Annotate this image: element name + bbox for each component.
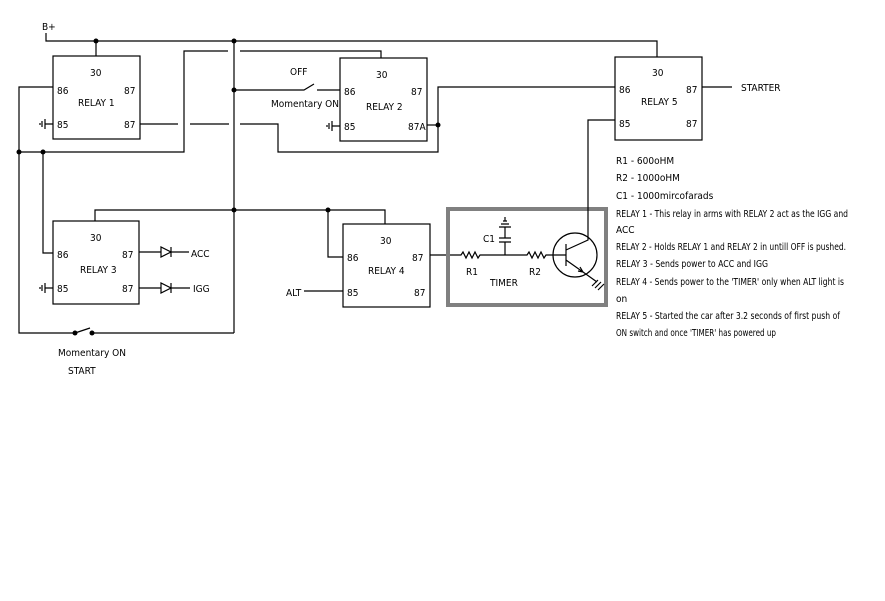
wire — [94, 209, 386, 224]
wire — [140, 86, 615, 153]
start-label: START — [68, 366, 96, 377]
pin-86: 86 — [344, 87, 356, 98]
resistor-r2-icon — [525, 250, 560, 260]
resistor-r1-icon — [458, 250, 525, 260]
relay-label: RELAY 3 — [80, 265, 117, 276]
pin-30: 30 — [90, 233, 102, 244]
pin-86: 86 — [57, 86, 69, 97]
pin-87: 87 — [411, 87, 422, 98]
off-switch[interactable] — [234, 83, 340, 91]
acc-label: ACC — [191, 249, 210, 260]
momentary-on-label: Momentary ON — [271, 99, 339, 110]
pin-85: 85 — [57, 284, 68, 295]
pin-87: 87 — [412, 253, 423, 264]
switch-contact — [89, 330, 95, 336]
switch-contact — [72, 330, 78, 336]
start-momentary-label: Momentary ON — [58, 348, 126, 359]
wire — [19, 50, 382, 153]
relay-label: RELAY 4 — [368, 266, 405, 277]
c1-label: C1 — [483, 234, 495, 245]
pin-86: 86 — [347, 253, 359, 264]
pin-85: 85 — [619, 119, 630, 130]
starter-label: STARTER — [741, 83, 781, 94]
r2-label: R2 — [529, 267, 541, 278]
note-line: RELAY 2 - Holds RELAY 1 and RELAY 2 in u… — [616, 242, 846, 253]
pin-87: 87 — [686, 119, 697, 130]
note-line: ACC — [616, 225, 635, 236]
pin-87: 87 — [414, 288, 425, 299]
relay-5: 30 86 87 RELAY 5 85 87 — [614, 56, 703, 141]
notes: R1 - 600oHM R2 - 1000oHM C1 - 1000mircof… — [616, 156, 848, 339]
capacitor-c1-icon — [499, 217, 511, 255]
note-line: RELAY 4 - Sends power to the 'TIMER' onl… — [616, 277, 844, 288]
relay-label: RELAY 5 — [641, 97, 678, 108]
pin-85: 85 — [347, 288, 358, 299]
pin-30: 30 — [90, 68, 102, 79]
b-plus-rail — [45, 33, 658, 57]
pin-86: 86 — [619, 85, 631, 96]
pin-87a: 87A — [408, 122, 426, 133]
wire — [18, 86, 75, 334]
pin-30: 30 — [380, 236, 392, 247]
diode-icon — [139, 246, 189, 258]
alt-label: ALT — [286, 288, 302, 299]
start-switch[interactable] — [74, 327, 234, 334]
note-line: R2 - 1000oHM — [616, 173, 680, 184]
note-line: RELAY 3 - Sends power to ACC and IGG — [616, 259, 768, 270]
pin-87: 87 — [122, 284, 133, 295]
junction — [16, 149, 22, 155]
junction — [231, 207, 237, 213]
note-line: RELAY 1 - This relay in arms with RELAY … — [616, 209, 848, 220]
off-label: OFF — [290, 67, 307, 78]
transistor-icon — [552, 119, 615, 291]
pin-85: 85 — [344, 122, 355, 133]
note-line: on — [616, 294, 627, 305]
pin-87: 87 — [124, 120, 135, 131]
pin-87: 87 — [122, 250, 133, 261]
pin-30: 30 — [376, 70, 388, 81]
relay-2: 30 86 87 RELAY 2 85 87A — [339, 57, 428, 142]
timer-label: TIMER — [489, 278, 518, 289]
pin-30: 30 — [652, 68, 664, 79]
relay-4: 30 86 87 RELAY 4 85 87 — [342, 223, 431, 308]
wire — [327, 210, 343, 258]
note-line: R1 - 600oHM — [616, 156, 674, 167]
junction — [435, 122, 441, 128]
wire — [42, 152, 53, 254]
pin-85: 85 — [57, 120, 68, 131]
pin-87: 87 — [686, 85, 697, 96]
relay-3: 30 86 87 RELAY 3 85 87 — [52, 220, 140, 305]
ground-icon — [39, 283, 53, 293]
note-line: RELAY 5 - Started the car after 3.2 seco… — [616, 311, 841, 322]
timer-box — [446, 207, 608, 307]
diode-icon — [139, 282, 190, 294]
ground-icon — [326, 121, 340, 131]
ground-icon — [39, 119, 53, 129]
note-line: C1 - 1000mircofarads — [616, 191, 714, 202]
pin-87: 87 — [124, 86, 135, 97]
relay-label: RELAY 2 — [366, 102, 403, 113]
pin-86: 86 — [57, 250, 69, 261]
relay-1: 30 86 87 RELAY 1 85 87 — [52, 55, 141, 140]
igg-label: IGG — [193, 284, 210, 295]
r1-label: R1 — [466, 267, 478, 278]
relay-label: RELAY 1 — [78, 98, 115, 109]
note-line: ON switch and once 'TIMER' has powered u… — [616, 328, 776, 339]
b-plus-label: B+ — [42, 22, 56, 33]
